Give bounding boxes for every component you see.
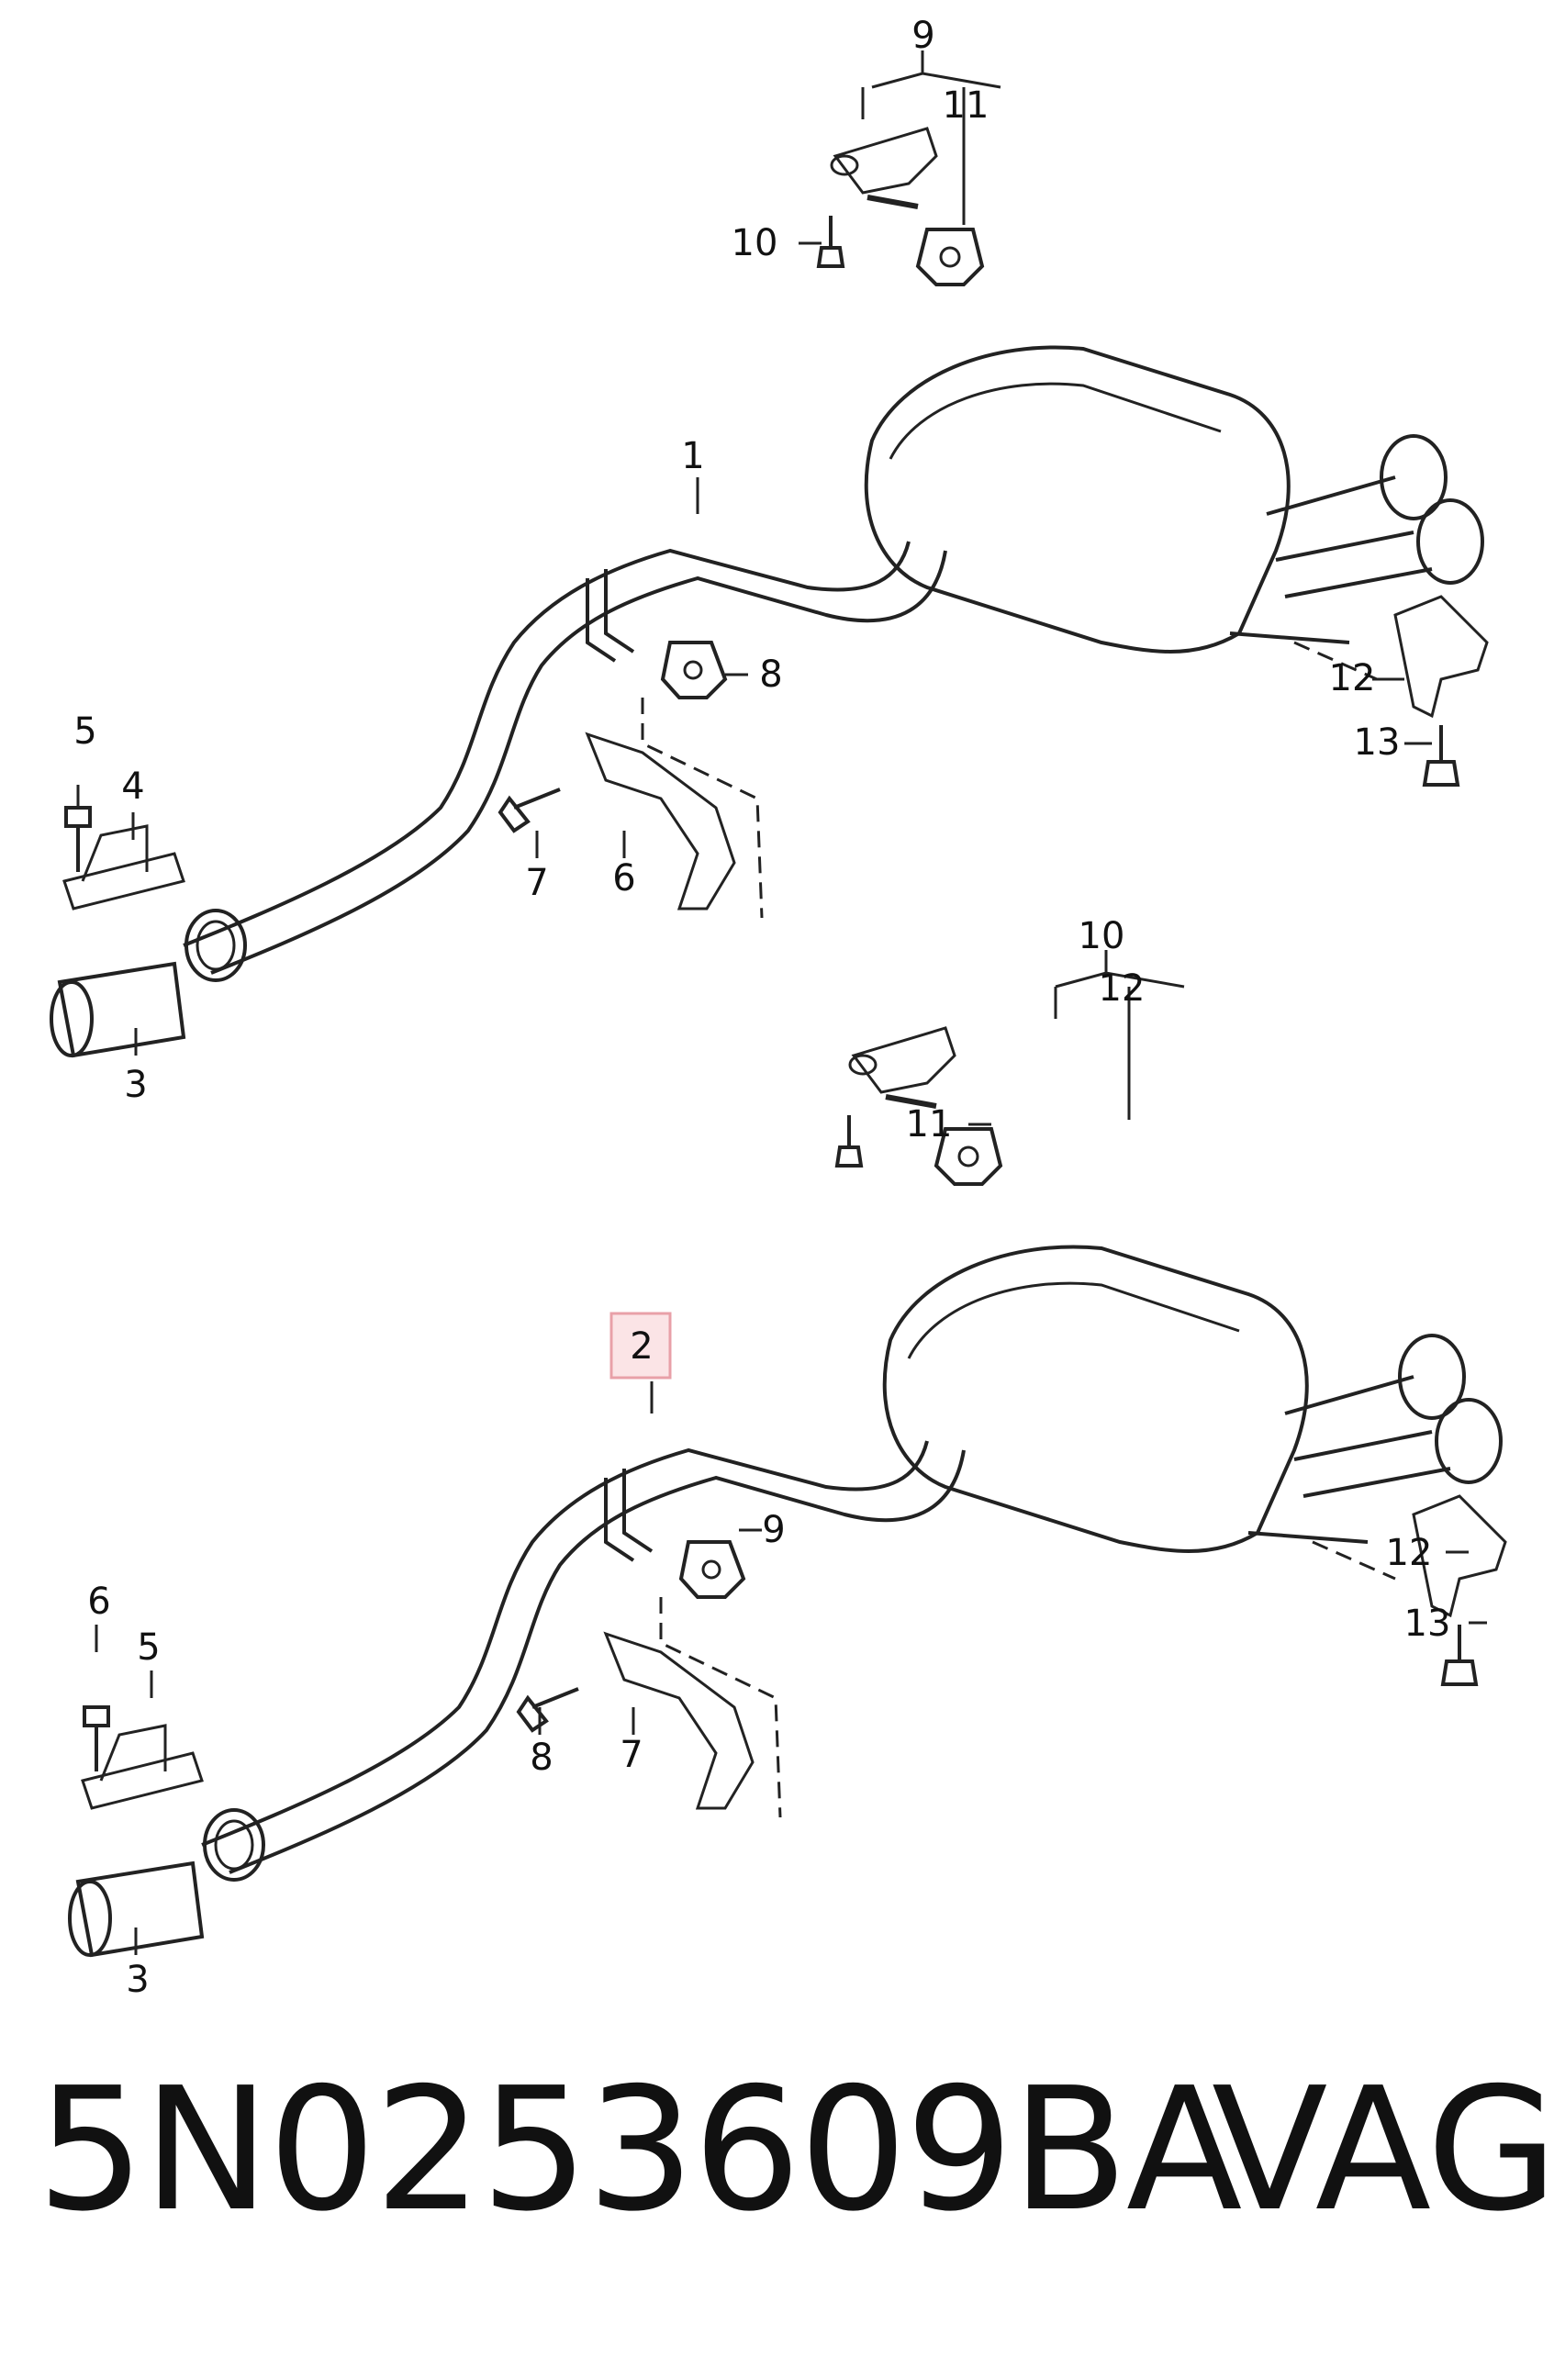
callout-13: 13 [1354, 721, 1401, 764]
callout-6: 7 [620, 1734, 643, 1776]
callout-4: 5 [137, 1626, 160, 1669]
highlight-box [609, 1312, 672, 1380]
callout-3: 3 [124, 1064, 147, 1106]
callout-7: 7 [525, 862, 548, 904]
callout-1: 1 [681, 435, 704, 477]
callout-13: 13 [1404, 1603, 1451, 1645]
callout-8: 8 [759, 654, 782, 696]
callout-7: 8 [530, 1737, 553, 1779]
part-number: 5N0253609BA [37, 2050, 1242, 2249]
callout-5: 6 [87, 1581, 110, 1623]
callout-2: 2 [630, 1325, 653, 1368]
callout-9: 9 [911, 15, 934, 57]
callout-10: 11 [906, 1103, 953, 1145]
callout-12: 12 [1329, 657, 1376, 699]
callout-12: 12 [1386, 1532, 1433, 1574]
callout-10: 10 [732, 222, 778, 264]
callout-9: 10 [1079, 915, 1125, 957]
callout-11: 12 [1099, 967, 1146, 1010]
callout-8: 9 [762, 1509, 785, 1551]
callout-11: 11 [943, 84, 989, 127]
callout-3: 3 [126, 1959, 149, 2001]
callout-6: 6 [612, 857, 635, 899]
callout-5: 5 [73, 710, 96, 753]
callout-4: 4 [121, 765, 144, 808]
brand-name: VAG [1212, 2050, 1554, 2249]
